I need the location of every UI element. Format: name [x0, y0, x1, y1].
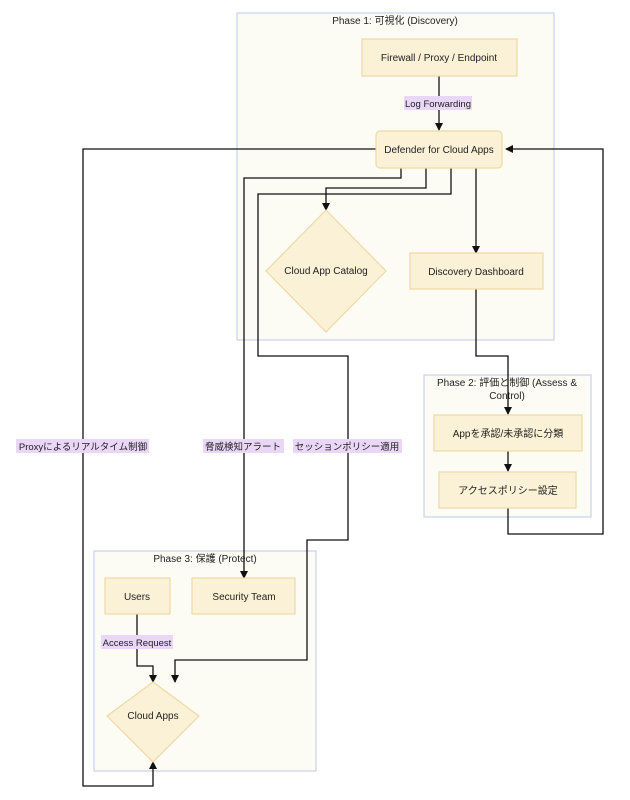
node-firewall-proxy-endpoint[interactable]: Firewall / Proxy / Endpoint — [361, 38, 518, 77]
realtime-control-text: Proxyによるリアルタイム制御 — [19, 441, 147, 453]
edge-label-realtime-control: Proxyによるリアルタイム制御 — [16, 439, 149, 453]
node-classify-apps[interactable]: Appを承認/未承認に分類 — [433, 414, 583, 452]
users-label: Users — [124, 592, 150, 603]
edge-label-log-forwarding: Log Forwarding — [404, 96, 472, 110]
phase-2-title-line1: Phase 2: 評価と制御 (Assess & — [437, 376, 577, 389]
cloud-apps-label: Cloud Apps — [127, 711, 178, 722]
threat-alert-text: 脅威検知アラート — [205, 441, 281, 453]
phase-2-title-line2: Control) — [489, 391, 525, 402]
node-cloud-apps[interactable]: Cloud Apps — [106, 681, 200, 763]
node-discovery-dashboard[interactable]: Discovery Dashboard — [409, 252, 544, 290]
node-cloud-app-catalog[interactable]: Cloud App Catalog — [265, 209, 387, 333]
edge-label-session-policy: セッションポリシー適用 — [293, 439, 402, 453]
access-policy-label: アクセスポリシー設定 — [458, 484, 558, 497]
edge-label-access-request: Access Request — [101, 635, 173, 649]
node-users[interactable]: Users — [104, 577, 171, 615]
log-forwarding-text: Log Forwarding — [405, 99, 471, 110]
access-request-text: Access Request — [103, 638, 172, 649]
security-team-label: Security Team — [212, 592, 275, 603]
catalog-label: Cloud App Catalog — [284, 266, 367, 277]
edge-access-policy-to-defender — [505, 145, 604, 535]
phase-3-title: Phase 3: 保護 (Protect) — [153, 552, 256, 565]
session-policy-text: セッションポリシー適用 — [295, 441, 400, 453]
defender-label: Defender for Cloud Apps — [384, 145, 494, 156]
edge-defender-to-cloud-apps-realtime — [82, 148, 376, 787]
edge-dashboard-to-classify — [475, 289, 512, 415]
dashboard-label: Discovery Dashboard — [428, 267, 524, 278]
edge-defender-to-catalog — [322, 168, 427, 211]
edge-label-threat-alert: 脅威検知アラート — [203, 439, 284, 453]
firewall-label: Firewall / Proxy / Endpoint — [381, 53, 497, 64]
classify-label: Appを承認/未承認に分類 — [453, 427, 564, 440]
node-access-policy[interactable]: アクセスポリシー設定 — [438, 471, 577, 509]
phase-1-title: Phase 1: 可視化 (Discovery) — [332, 14, 458, 27]
node-security-team[interactable]: Security Team — [191, 577, 296, 615]
node-defender-for-cloud-apps[interactable]: Defender for Cloud Apps — [375, 130, 503, 169]
edge-defender-to-security-team-alert — [240, 168, 402, 579]
